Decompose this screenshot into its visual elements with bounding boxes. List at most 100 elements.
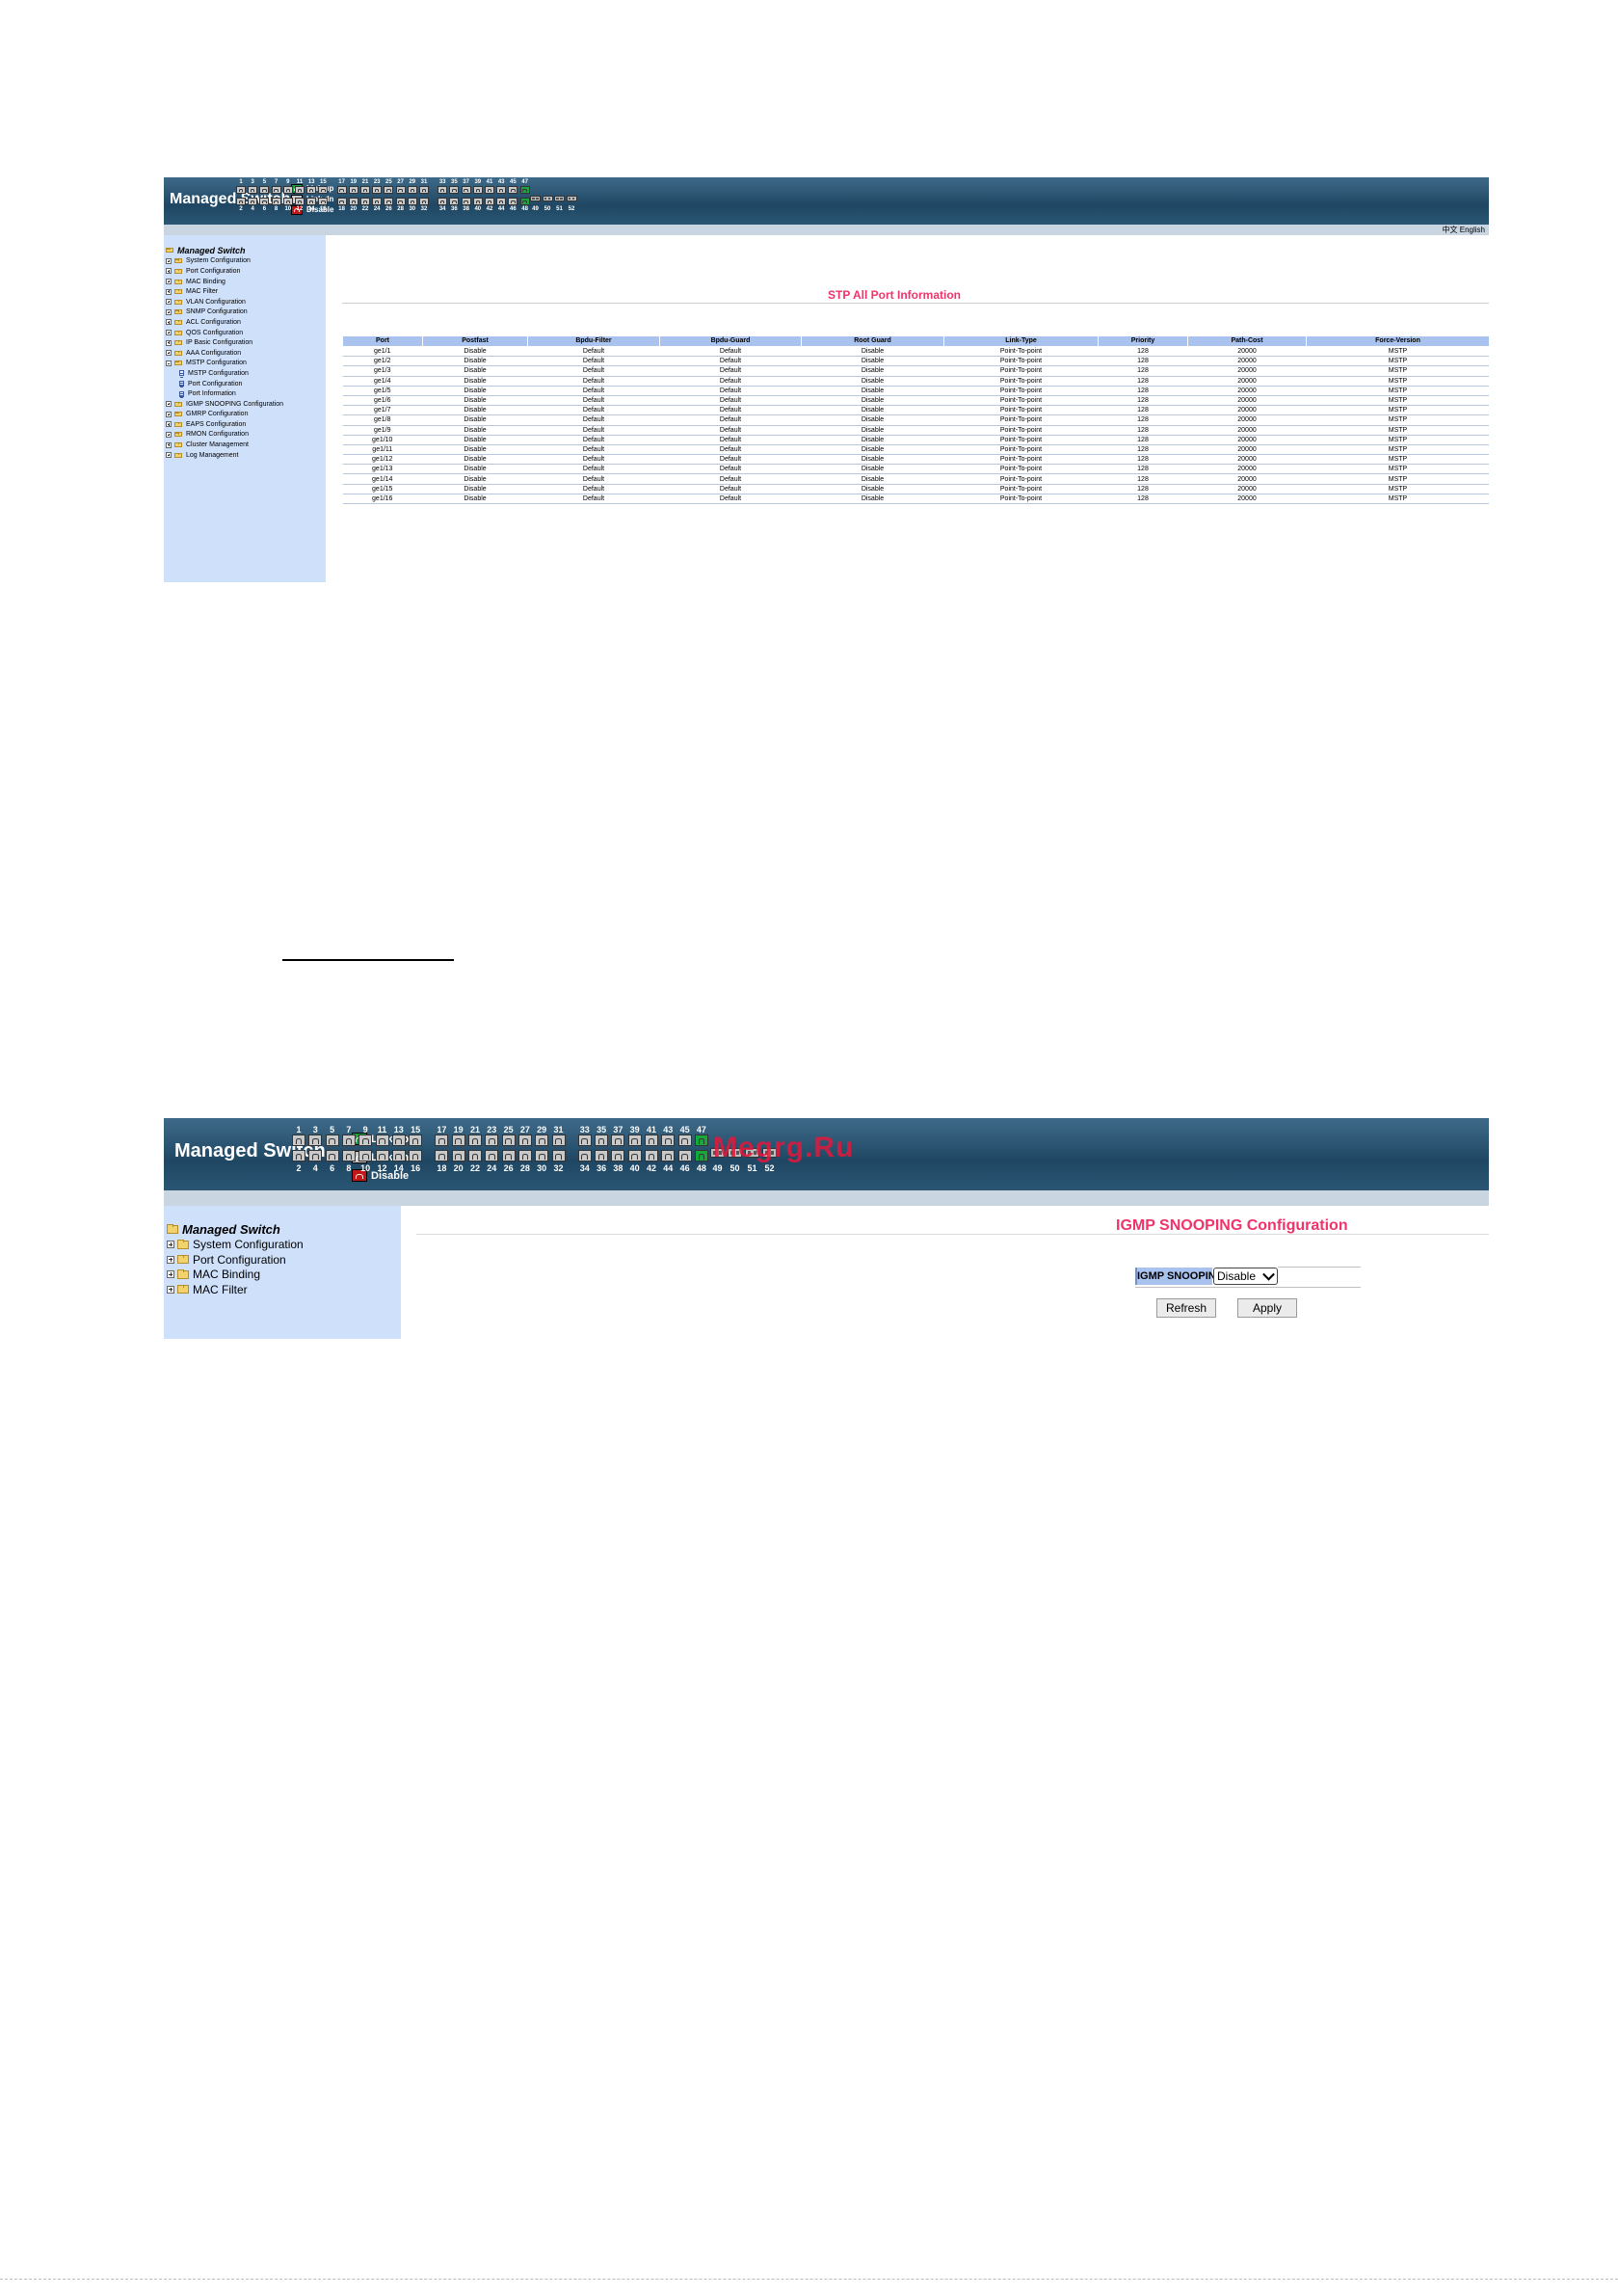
port-icon[interactable] xyxy=(409,1135,423,1146)
sfp-port-icon[interactable] xyxy=(566,196,577,201)
tree-root[interactable]: Managed Switch xyxy=(166,245,283,256)
port-icon[interactable] xyxy=(468,1150,482,1161)
sidebar-item-rmon-configuration[interactable]: RMON Configuration xyxy=(166,430,283,441)
port-icon[interactable] xyxy=(595,1150,609,1161)
language-switch[interactable]: 中文 English xyxy=(1442,226,1485,234)
sidebar-item-log-management[interactable]: Log Management xyxy=(166,450,283,461)
sidebar-item-qos-configuration[interactable]: QOS Configuration xyxy=(166,328,283,338)
port-icon[interactable] xyxy=(236,198,246,205)
port-icon[interactable] xyxy=(341,1135,356,1146)
port-icon[interactable] xyxy=(517,1150,532,1161)
port-icon[interactable] xyxy=(360,186,370,194)
port-icon[interactable] xyxy=(407,198,417,205)
port-icon[interactable] xyxy=(306,186,317,194)
port-icon[interactable] xyxy=(508,186,518,194)
sidebar-item-cluster-management[interactable]: Cluster Management xyxy=(166,440,283,450)
sidebar-item-system-configuration[interactable]: System Configuration xyxy=(166,256,283,267)
port-icon[interactable] xyxy=(435,1135,449,1146)
port-icon[interactable] xyxy=(325,1150,339,1161)
sidebar-item-aaa-configuration[interactable]: AAA Configuration xyxy=(166,348,283,359)
port-icon[interactable] xyxy=(306,198,317,205)
sfp-port-icon[interactable] xyxy=(728,1148,742,1158)
expand-icon[interactable] xyxy=(166,279,172,285)
expand-icon[interactable] xyxy=(166,330,172,336)
port-icon[interactable] xyxy=(341,1150,356,1161)
port-icon[interactable] xyxy=(259,198,270,205)
expand-icon[interactable] xyxy=(167,1285,174,1294)
port-icon[interactable] xyxy=(384,198,394,205)
port-icon[interactable] xyxy=(318,198,329,205)
port-icon[interactable] xyxy=(661,1150,676,1161)
port-icon[interactable] xyxy=(677,1150,692,1161)
port-icon[interactable] xyxy=(336,198,347,205)
port-icon[interactable] xyxy=(451,1150,465,1161)
sidebar-item-mac-binding[interactable]: MAC Binding xyxy=(167,1268,304,1283)
port-icon[interactable] xyxy=(577,1150,592,1161)
sfp-port-icon[interactable] xyxy=(530,196,541,201)
port-icon[interactable] xyxy=(485,198,494,205)
port-icon[interactable] xyxy=(627,1150,642,1161)
expand-icon[interactable] xyxy=(166,421,172,428)
port-icon[interactable] xyxy=(409,1150,423,1161)
port-icon[interactable] xyxy=(372,198,383,205)
sfp-port-icon[interactable] xyxy=(542,196,553,201)
port-icon[interactable] xyxy=(295,198,305,205)
expand-icon[interactable] xyxy=(166,288,172,295)
expand-icon[interactable] xyxy=(166,441,172,448)
port-icon[interactable] xyxy=(677,1135,692,1146)
port-icon[interactable] xyxy=(259,186,270,194)
sidebar-item-mac-binding[interactable]: MAC Binding xyxy=(166,277,283,287)
port-icon[interactable] xyxy=(468,1135,482,1146)
port-icon[interactable] xyxy=(282,186,293,194)
port-icon[interactable] xyxy=(501,1135,516,1146)
port-icon[interactable] xyxy=(360,198,370,205)
port-icon[interactable] xyxy=(461,186,471,194)
sidebar-item-igmp-snooping-configuration[interactable]: IGMP SNOOPING Configuration xyxy=(166,399,283,410)
expand-icon[interactable] xyxy=(167,1270,174,1279)
port-icon[interactable] xyxy=(611,1135,625,1146)
port-icon[interactable] xyxy=(358,1135,373,1146)
port-icon[interactable] xyxy=(248,186,258,194)
port-icon[interactable] xyxy=(348,186,358,194)
sidebar-item-mstp-configuration[interactable]: MSTP Configuration xyxy=(166,359,283,369)
expand-icon[interactable] xyxy=(166,339,172,346)
sidebar-item-mstp-configuration[interactable]: MSTP Configuration xyxy=(166,368,283,379)
port-icon[interactable] xyxy=(271,198,281,205)
port-icon[interactable] xyxy=(485,186,494,194)
port-icon[interactable] xyxy=(535,1150,549,1161)
sidebar-item-mac-filter[interactable]: MAC Filter xyxy=(167,1282,304,1297)
tree-root[interactable]: Managed Switch xyxy=(167,1221,304,1238)
sidebar-item-mac-filter[interactable]: MAC Filter xyxy=(166,286,283,297)
port-icon[interactable] xyxy=(449,198,460,205)
port-icon[interactable] xyxy=(551,1135,566,1146)
port-icon[interactable] xyxy=(358,1150,373,1161)
port-icon[interactable] xyxy=(472,198,483,205)
expand-icon[interactable] xyxy=(166,401,172,408)
port-icon[interactable] xyxy=(519,186,530,194)
port-icon[interactable] xyxy=(451,1135,465,1146)
port-icon[interactable] xyxy=(348,198,358,205)
sidebar-item-ip-basic-configuration[interactable]: IP Basic Configuration xyxy=(166,337,283,348)
port-icon[interactable] xyxy=(461,198,471,205)
expand-icon[interactable] xyxy=(166,350,172,357)
port-icon[interactable] xyxy=(391,1135,406,1146)
port-icon[interactable] xyxy=(318,186,329,194)
port-icon[interactable] xyxy=(308,1135,323,1146)
port-icon[interactable] xyxy=(501,1150,516,1161)
port-icon[interactable] xyxy=(391,1150,406,1161)
port-icon[interactable] xyxy=(292,1135,305,1146)
port-icon[interactable] xyxy=(308,1150,323,1161)
port-icon[interactable] xyxy=(577,1135,592,1146)
port-icon[interactable] xyxy=(595,1135,609,1146)
expand-icon[interactable] xyxy=(166,257,172,264)
sidebar-item-port-configuration[interactable]: Port Configuration xyxy=(167,1252,304,1268)
port-icon[interactable] xyxy=(508,198,518,205)
expand-icon[interactable] xyxy=(167,1255,174,1264)
port-icon[interactable] xyxy=(248,198,258,205)
port-icon[interactable] xyxy=(611,1150,625,1161)
sidebar-item-gmrp-configuration[interactable]: GMRP Configuration xyxy=(166,410,283,420)
port-icon[interactable] xyxy=(384,186,394,194)
port-icon[interactable] xyxy=(282,198,293,205)
port-icon[interactable] xyxy=(407,186,417,194)
port-icon[interactable] xyxy=(627,1135,642,1146)
